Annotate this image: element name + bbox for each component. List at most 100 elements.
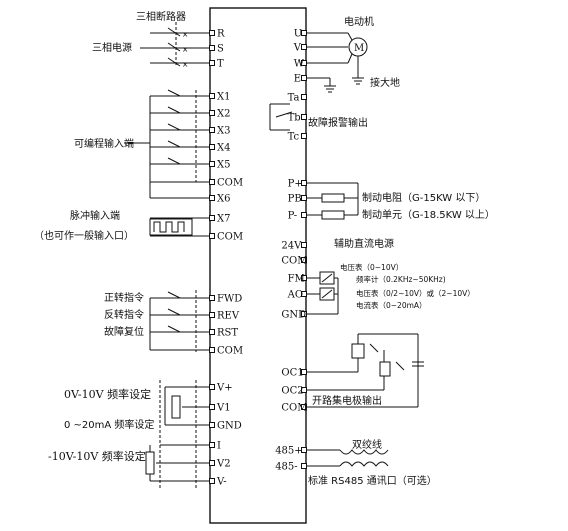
right-terminal-label: V [293, 43, 302, 54]
left-terminal-marker [209, 60, 215, 66]
freq-pm10v-label: -10V-10V 频率设定 [48, 449, 146, 463]
right-terminal-label: 24V [281, 241, 302, 252]
right-terminal-marker [301, 387, 307, 393]
left-terminal-label: GND [217, 421, 242, 432]
left-terminals: RSTX1X2X3X4X5COMX6X7COMFWDREVRSTCOMV+V1G… [209, 29, 243, 488]
right-terminal-label: AO [287, 290, 303, 301]
ammeter-label: 电流表（0~20mA） [356, 300, 427, 310]
left-terminal-marker [209, 215, 215, 221]
meter-outputs [304, 271, 339, 315]
right-terminal-label: 485+ [275, 446, 302, 457]
ground-label: 接大地 [370, 76, 400, 89]
left-terminal-marker [209, 312, 215, 318]
volt-range-label: 电压表（0/2~10V）或（2~10V） [356, 288, 475, 298]
prog-input-switches [149, 89, 212, 183]
brake-unit-label: 制动单元（G-18.5KW 以上） [362, 208, 495, 221]
pulse-note-label: （也可作一般输入口） [34, 229, 134, 242]
brake-resistor-label: 制动电阻（G-15KW 以下） [362, 191, 485, 204]
right-terminal-marker [301, 212, 307, 218]
svg-text:×: × [182, 45, 188, 54]
left-terminal-marker [209, 295, 215, 301]
fwd-cmd-label: 正转指令 [104, 291, 144, 304]
right-terminal-label: COM [281, 256, 307, 267]
right-terminal-marker [301, 275, 307, 281]
left-terminal-marker [209, 404, 215, 410]
breaker-label: 三相断路器 [136, 10, 186, 23]
right-terminal-label: 485- [275, 462, 297, 473]
right-terminal-marker [301, 311, 307, 317]
right-terminal-marker [301, 133, 307, 139]
left-terminal-marker [209, 110, 215, 116]
left-terminal-label: V2 [216, 459, 231, 470]
left-terminal-label: V+ [216, 383, 233, 394]
right-terminal-label: Ta [288, 93, 300, 104]
power-label: 三相电源 [92, 41, 132, 54]
right-terminal-marker [301, 257, 307, 263]
left-terminal-marker [209, 195, 215, 201]
left-terminal-marker [209, 161, 215, 167]
right-terminal-marker [301, 291, 307, 297]
left-terminal-label: RST [217, 328, 238, 339]
prog-input-label: 可编程输入端 [74, 137, 134, 150]
left-terminal-label: X6 [217, 194, 230, 205]
left-terminal-label: X3 [217, 126, 230, 137]
left-terminal-label: X7 [217, 214, 230, 225]
svg-text:×: × [182, 30, 188, 39]
right-terminal-marker [301, 180, 307, 186]
left-terminal-label: COM [217, 232, 243, 243]
right-terminal-marker [301, 60, 307, 66]
right-terminal-marker [301, 242, 307, 248]
right-terminal-marker [301, 114, 307, 120]
left-terminal-label: X4 [217, 143, 230, 154]
right-terminal-label: U [294, 29, 302, 40]
rev-cmd-label: 反转指令 [104, 308, 144, 321]
right-terminal-label: Tb [288, 113, 301, 124]
left-terminal-label: X1 [217, 92, 230, 103]
left-terminal-label: V- [216, 477, 227, 488]
aux-dc-label: 辅助直流电源 [334, 237, 394, 250]
fault-alarm-label: 故障报警输出 [308, 116, 368, 129]
left-terminal-label: T [217, 59, 224, 70]
left-terminal-marker [209, 422, 215, 428]
oc-output-label: 开路集电极输出 [312, 394, 382, 407]
oc-outputs [304, 333, 424, 408]
right-terminals: UVWETaTbTcP+PBP-24VCOMFMAOGNDOC1OC2COM48… [275, 29, 307, 473]
right-terminal-marker [301, 75, 307, 81]
left-terminal-label: X5 [217, 160, 230, 171]
left-terminal-marker [209, 384, 215, 390]
left-terminal-marker [209, 442, 215, 448]
right-terminal-label: W [294, 59, 305, 70]
left-terminal-marker [209, 329, 215, 335]
right-terminal-label: P+ [288, 179, 303, 190]
voltmeter-label: 电压表（0~10V） [340, 262, 403, 272]
three-phase-breaker: × × × [150, 22, 212, 69]
left-terminal-marker [209, 127, 215, 133]
left-terminal-marker [209, 347, 215, 353]
pulse-input [149, 217, 212, 237]
motor-label: 电动机 [344, 15, 374, 28]
pulse-input-label: 脉冲输入端 [70, 209, 120, 222]
right-terminal-marker [301, 369, 307, 375]
motor-wiring [304, 32, 368, 93]
drive-body [209, 7, 307, 524]
motor-symbol: M [354, 43, 364, 54]
right-terminal-marker [301, 195, 307, 201]
right-terminal-label: OC1 [281, 368, 303, 379]
right-terminal-label: PB [288, 194, 302, 205]
right-terminal-marker [301, 94, 307, 100]
right-terminal-label: Tc [288, 132, 300, 143]
right-terminal-label: COM [281, 403, 307, 414]
freq-meter-label: 频率计（0.2KHz~50KHz) [356, 274, 446, 284]
left-terminal-marker [209, 93, 215, 99]
rs485-label: 标准 RS485 通讯口（可选） [308, 474, 437, 487]
analog-inputs [145, 380, 212, 488]
right-terminal-label: GND [281, 310, 306, 321]
fault-reset-label: 故障复位 [104, 325, 144, 338]
left-terminal-label: I [217, 441, 221, 452]
left-terminal-label: S [217, 44, 224, 55]
freq-0-20ma-label: 0 ~20mA 频率设定 [64, 418, 154, 431]
right-terminal-marker [301, 447, 307, 453]
brake-wiring [304, 182, 359, 220]
rs485-wiring [304, 449, 389, 467]
